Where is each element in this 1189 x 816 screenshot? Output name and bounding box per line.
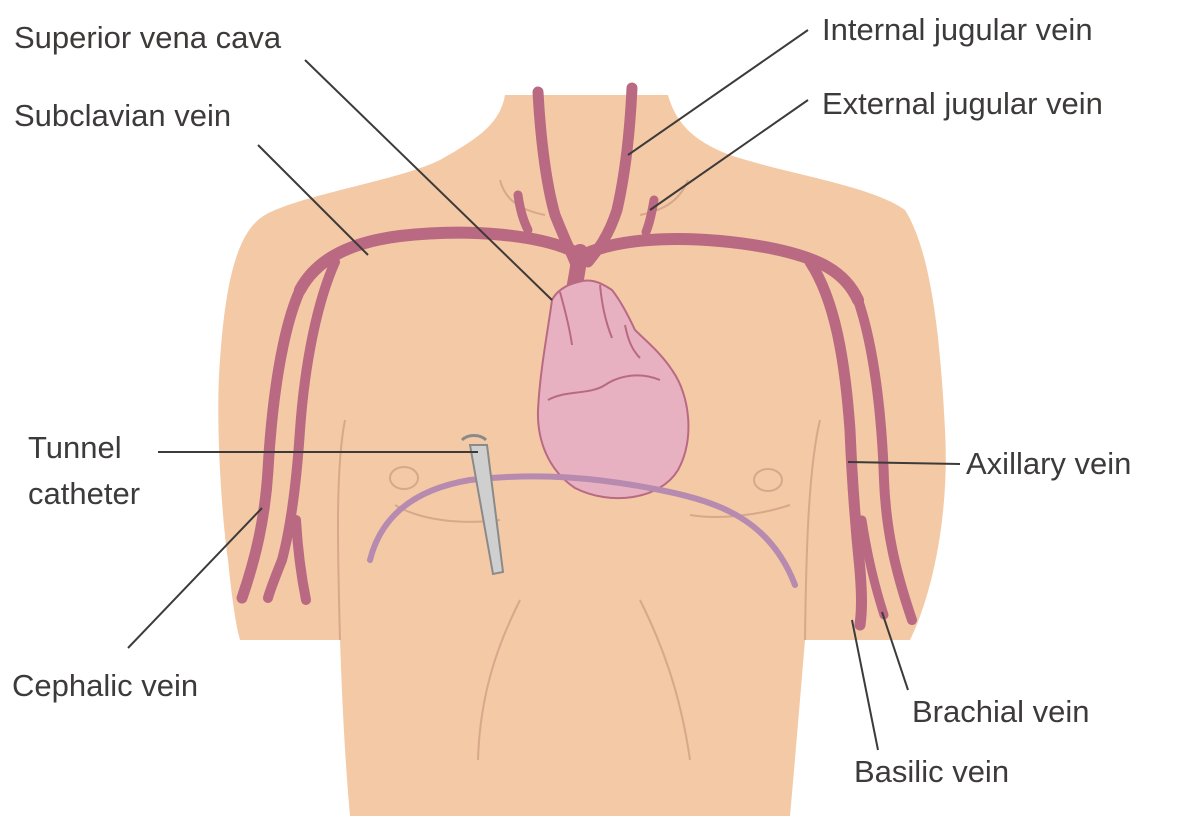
- label-tunnel: Tunnel: [28, 430, 122, 465]
- label-superior-vena-cava: Superior vena cava: [14, 20, 282, 55]
- label-external-jugular-vein: External jugular vein: [822, 86, 1103, 121]
- label-catheter: catheter: [28, 476, 140, 511]
- label-subclavian-vein: Subclavian vein: [14, 98, 231, 133]
- label-internal-jugular-vein: Internal jugular vein: [822, 12, 1093, 47]
- label-brachial-vein: Brachial vein: [912, 694, 1089, 729]
- label-axillary-vein: Axillary vein: [966, 446, 1131, 481]
- leader-internal-jugular-vein: [628, 30, 808, 155]
- label-basilic-vein: Basilic vein: [854, 754, 1009, 789]
- label-cephalic-vein: Cephalic vein: [12, 668, 198, 703]
